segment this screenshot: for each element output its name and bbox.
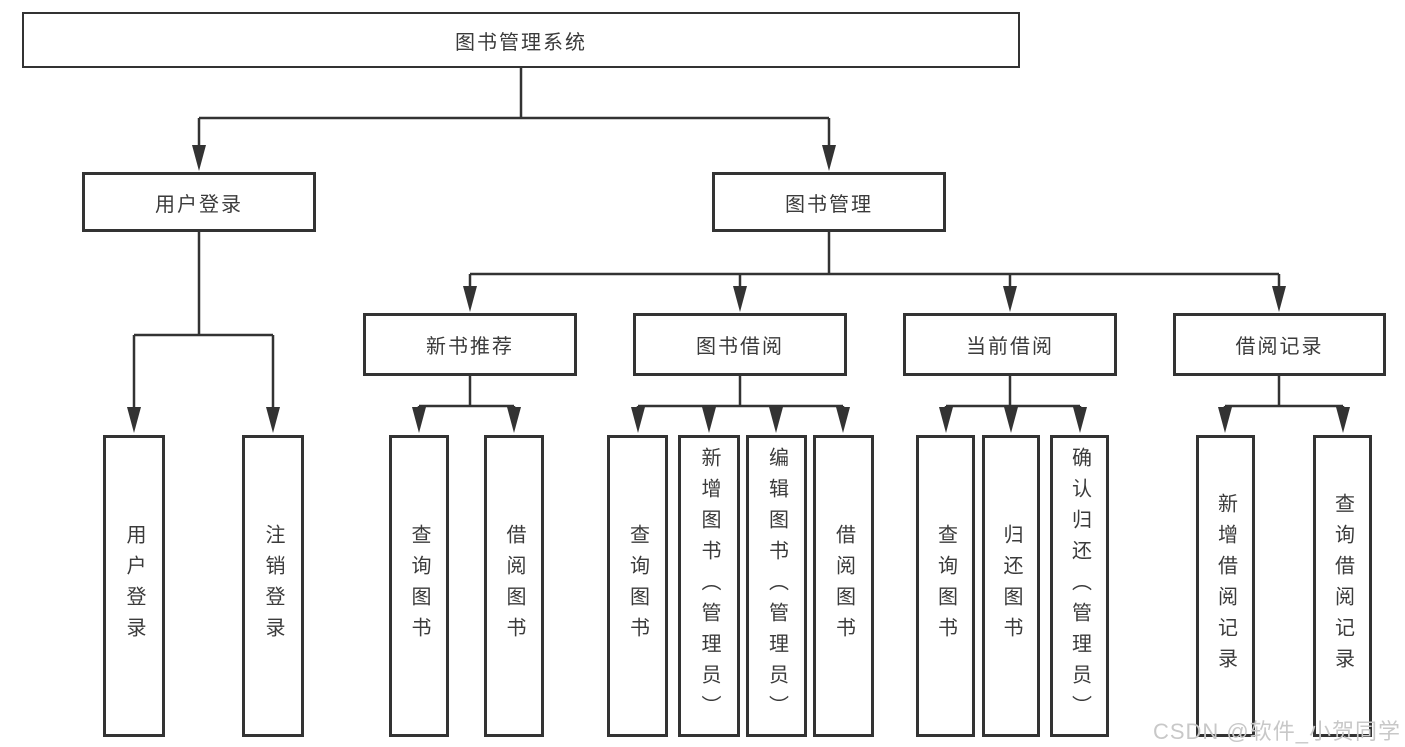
node-label: 新书推荐 — [426, 336, 514, 358]
node-leaf-add-borrow-record: 新增借阅记录 — [1196, 435, 1255, 737]
node-label: 查询图书 — [934, 524, 957, 648]
node-leaf-user-login: 用户登录 — [103, 435, 165, 737]
node-leaf-add-books-admin: 新增图书（管理员） — [678, 435, 740, 737]
node-leaf-confirm-return-admin: 确认归还（管理员） — [1050, 435, 1109, 737]
node-label: 图书管理 — [785, 193, 873, 216]
node-leaf-edit-books-admin: 编辑图书（管理员） — [746, 435, 807, 737]
node-label: 编辑图书（管理员） — [765, 446, 788, 726]
node-label: 借阅图书 — [503, 524, 525, 648]
node-label: 图书借阅 — [696, 336, 784, 358]
node-library-management-system: 图书管理系统 — [22, 12, 1020, 68]
node-label: 新增图书（管理员） — [698, 446, 720, 726]
node-label: 注销登录 — [262, 524, 284, 648]
node-label: 查询图书 — [408, 524, 430, 648]
node-label: 借阅记录 — [1235, 336, 1324, 358]
node-label: 借阅图书 — [832, 524, 855, 648]
node-label: 查询图书 — [626, 524, 649, 648]
node-label: 图书管理系统 — [455, 31, 587, 54]
csdn-watermark: CSDN @软件_小贺同学 — [1152, 719, 1401, 744]
node-label: 用户登录 — [155, 193, 243, 216]
node-leaf-borrow-books: 借阅图书 — [813, 435, 874, 737]
node-leaf-borrow-query-books: 查询图书 — [607, 435, 668, 737]
node-borrow-records: 借阅记录 — [1173, 313, 1386, 376]
node-label: 新增借阅记录 — [1214, 493, 1237, 679]
node-label: 确认归还（管理员） — [1068, 446, 1091, 726]
node-leaf-logout: 注销登录 — [242, 435, 304, 737]
node-book-borrow: 图书借阅 — [633, 313, 847, 376]
node-label: 查询借阅记录 — [1331, 493, 1354, 679]
node-user-login: 用户登录 — [82, 172, 316, 232]
node-leaf-current-query-books: 查询图书 — [916, 435, 975, 737]
node-leaf-return-books: 归还图书 — [982, 435, 1040, 737]
node-new-book-recommend: 新书推荐 — [363, 313, 577, 376]
node-label: 归还图书 — [1000, 524, 1022, 648]
node-book-management: 图书管理 — [712, 172, 946, 232]
arrowheads — [127, 145, 1350, 433]
node-leaf-recommend-query-books: 查询图书 — [389, 435, 449, 737]
node-current-borrow: 当前借阅 — [903, 313, 1117, 376]
node-leaf-query-borrow-record: 查询借阅记录 — [1313, 435, 1372, 737]
node-leaf-recommend-borrow-books: 借阅图书 — [484, 435, 544, 737]
node-label: 当前借阅 — [966, 336, 1054, 358]
node-label: 用户登录 — [123, 524, 145, 648]
